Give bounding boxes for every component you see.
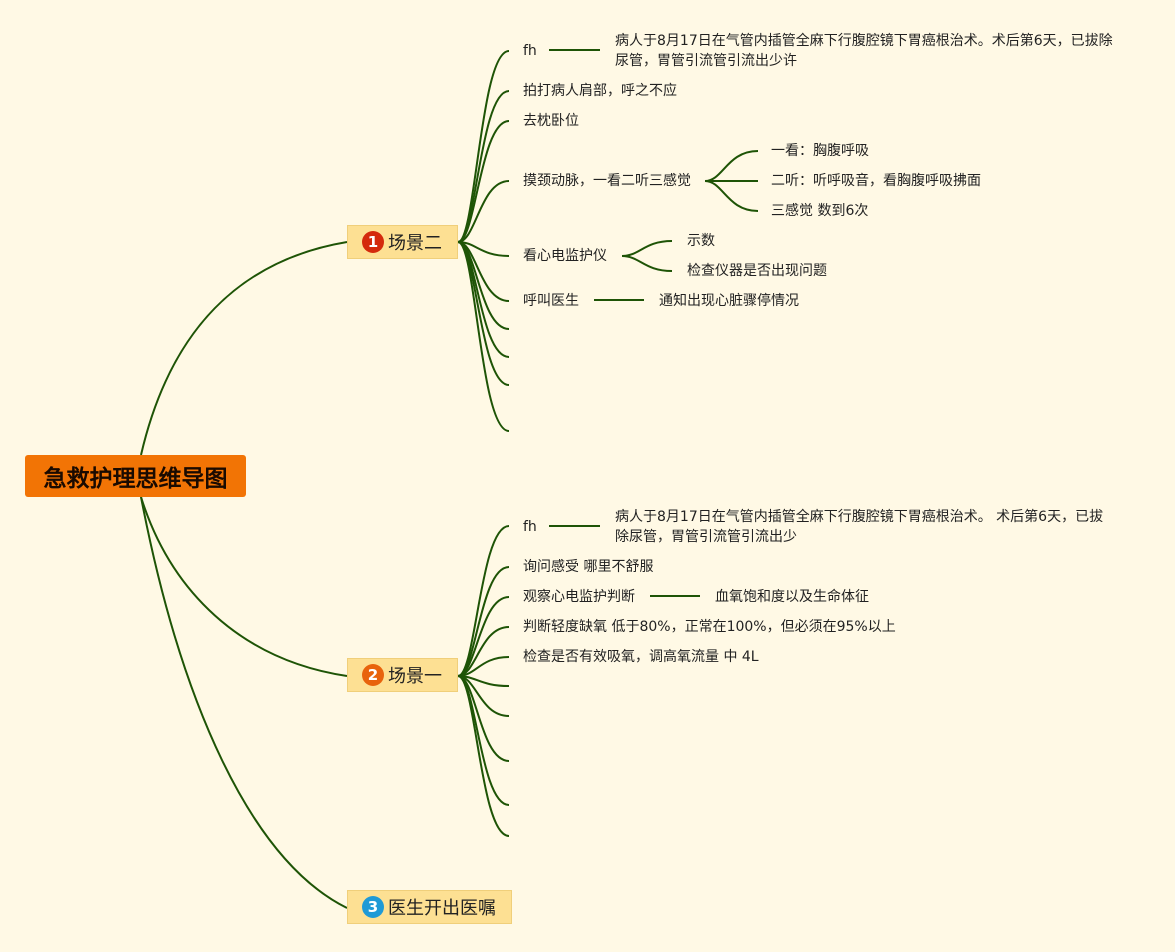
subtopic-feel[interactable]: 三感觉 数到6次	[771, 203, 869, 219]
branch-topic-scene-1[interactable]: 2 场景一	[347, 658, 458, 692]
subtopic-fh-detail[interactable]: 病人于8月17日在气管内插管全麻下行腹腔镜下胃癌根治术。术后第6天，已拔除尿管，…	[615, 33, 1113, 69]
branch-connector	[457, 241, 510, 432]
branch-connector	[457, 180, 510, 243]
branch-connector	[457, 120, 510, 243]
branch-connector	[457, 525, 510, 677]
subtopic-tap-shoulder[interactable]: 拍打病人肩部，呼之不应	[523, 83, 677, 99]
branch-connector	[457, 675, 510, 806]
number-badge-icon: 2	[362, 664, 384, 686]
subtopic-fh-detail[interactable]: 病人于8月17日在气管内插管全麻下行腹腔镜下胃癌根治术。 术后第6天，已拔除尿管…	[615, 509, 1104, 545]
subtopic-look[interactable]: 一看：胸腹呼吸	[771, 143, 869, 159]
subtopic-fh[interactable]: fh	[523, 43, 537, 59]
branch-connector	[457, 596, 510, 677]
branch-topic-doctor-orders[interactable]: 3 医生开出医嘱	[347, 890, 512, 924]
subtopic-ask-feeling[interactable]: 询问感受 哪里不舒服	[523, 559, 654, 575]
subtopic-call-doctor[interactable]: 呼叫医生	[523, 293, 579, 309]
subtopic-spo2-vitals[interactable]: 血氧饱和度以及生命体征	[715, 589, 869, 605]
branch-topic-label: 场景一	[388, 666, 442, 687]
number-badge-icon: 1	[362, 231, 384, 253]
subtopic-observe-ecg[interactable]: 观察心电监护判断	[523, 589, 635, 605]
branch-connector	[457, 675, 510, 837]
subtopic-notify-arrest[interactable]: 通知出现心脏骤停情况	[659, 293, 799, 309]
branch-topic-label: 医生开出医嘱	[388, 898, 496, 919]
root-topic-label: 急救护理思维导图	[43, 466, 228, 492]
detail-connector	[621, 240, 673, 257]
subtopic-oxygen[interactable]: 检查是否有效吸氧，调高氧流量 中 4L	[523, 649, 759, 665]
subtopic-ecg-monitor[interactable]: 看心电监护仪	[523, 248, 607, 264]
number-badge-icon: 3	[362, 896, 384, 918]
subtopic-supine-position[interactable]: 去枕卧位	[523, 113, 579, 129]
root-topic[interactable]: 急救护理思维导图	[25, 455, 246, 497]
root-connector	[140, 496, 348, 909]
branch-topic-label: 场景二	[388, 233, 442, 254]
detail-connector	[704, 180, 759, 212]
subtopic-check-device[interactable]: 检查仪器是否出现问题	[687, 263, 827, 279]
detail-connector	[621, 255, 673, 272]
subtopic-check-carotid[interactable]: 摸颈动脉，一看二听三感觉	[523, 173, 691, 189]
subtopic-hypoxia[interactable]: 判断轻度缺氧 低于80%，正常在100%，但必须在95%以上	[523, 619, 896, 635]
root-connector	[140, 496, 348, 677]
subtopic-fh[interactable]: fh	[523, 519, 537, 535]
subtopic-readings[interactable]: 示数	[687, 233, 715, 249]
branch-topic-scene-2[interactable]: 1 场景二	[347, 225, 458, 259]
subtopic-listen[interactable]: 二听：听呼吸音，看胸腹呼吸拂面	[771, 173, 981, 189]
root-connector	[140, 241, 348, 456]
detail-connector	[704, 150, 759, 182]
